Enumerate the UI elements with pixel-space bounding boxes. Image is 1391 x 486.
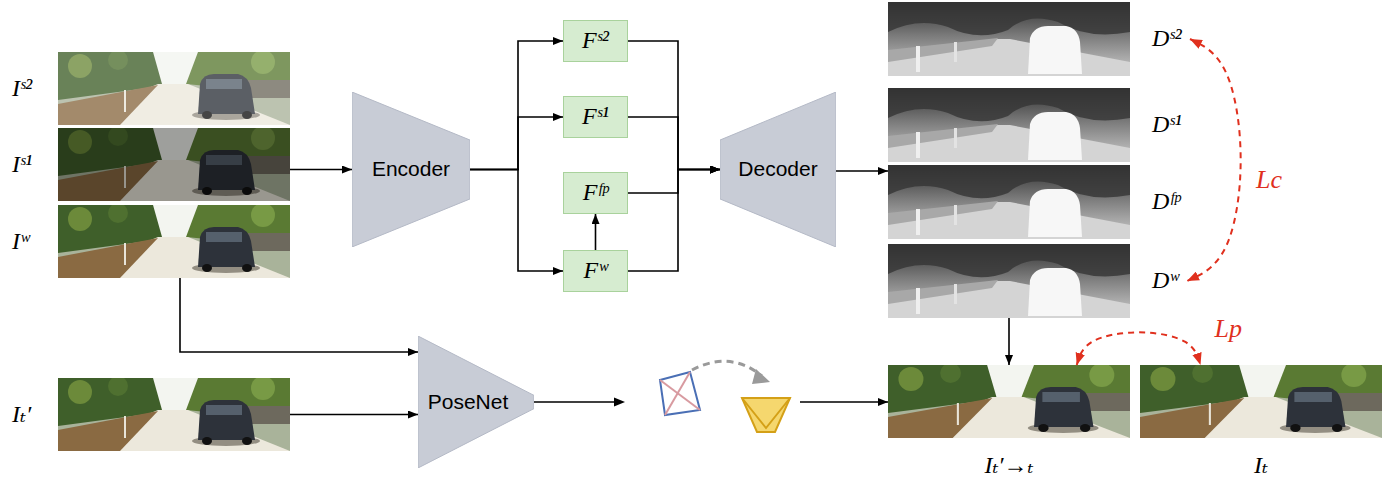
flow-arrow <box>628 117 720 170</box>
output-photos <box>888 363 1382 438</box>
loss-label: Lp <box>1213 315 1244 344</box>
photo-warped <box>888 363 1130 438</box>
block-shape <box>418 336 534 468</box>
feature-box: Fᶠᵖ <box>563 172 628 214</box>
flow-arrow <box>534 401 888 403</box>
output-image: Iₜ <box>1140 365 1382 480</box>
loss-label: Lc <box>1254 166 1284 195</box>
block-shape <box>720 92 836 247</box>
depth-map: Dᶠᵖ <box>888 165 1189 239</box>
node-label: Fˢ¹ <box>582 103 609 131</box>
node-label: Dˢ¹ <box>1152 111 1182 139</box>
flow-arrow <box>290 169 352 171</box>
node-label: Iₜ′ <box>12 401 31 429</box>
flow-arrow <box>180 278 418 352</box>
input-photos <box>58 50 290 451</box>
camera-frustum <box>742 398 790 432</box>
flow-arrow <box>628 170 720 194</box>
pose-icon <box>614 361 790 432</box>
node-label: Iˢ² <box>12 75 32 103</box>
flow-arrow <box>470 170 563 272</box>
flow-arrow <box>470 117 563 170</box>
frustum-edge <box>660 380 700 410</box>
encoder-block: Encoder <box>352 92 470 247</box>
flow-arrow <box>836 170 888 172</box>
node-label: Iˢ¹ <box>12 151 32 179</box>
output-image: Iₜ′→ₜ <box>888 365 1130 480</box>
node-label: Dʷ <box>1152 267 1179 295</box>
motion-arrow-head <box>752 369 770 384</box>
node-label: Fˢ² <box>582 27 609 55</box>
depth-map <box>888 2 1130 76</box>
photo-s2 <box>58 50 290 125</box>
motion-arc <box>692 361 762 376</box>
photo-w <box>58 203 290 278</box>
feature-box: Fˢ¹ <box>563 96 628 138</box>
feature-box: Fʷ <box>563 250 628 292</box>
flow-arrow <box>290 414 418 416</box>
flow-arrow <box>470 41 563 170</box>
node-label: Dˢ² <box>1152 25 1182 53</box>
node-label: PoseNet <box>428 390 509 414</box>
depth-map: Dʷ <box>888 244 1187 318</box>
input-image: Iʷ <box>8 205 290 278</box>
flow-arrow <box>1008 318 1010 365</box>
depth-map: Dˢ¹ <box>888 88 1190 162</box>
photo-s1 <box>58 126 290 201</box>
node-label: Decoder <box>738 157 817 181</box>
depth-map <box>888 88 1130 162</box>
frustum-edge <box>742 398 790 428</box>
block-shape <box>352 92 470 247</box>
feature-box: Fˢ² <box>563 20 628 62</box>
node-label: Iʷ <box>12 228 29 256</box>
photo-t-prime <box>58 376 290 451</box>
depth-map <box>888 244 1130 318</box>
input-image: Iˢ² <box>8 52 290 125</box>
node-label: Iₜ <box>1254 452 1268 480</box>
flow-arrow <box>595 214 597 250</box>
node-label: Fʷ <box>584 257 608 285</box>
brightness-overlay <box>58 52 290 125</box>
node-label: Fᶠᵖ <box>583 179 609 207</box>
photo-target <box>1140 363 1382 438</box>
input-image: Iˢ¹ <box>8 128 290 201</box>
node-label: Iₜ′→ₜ <box>984 452 1033 480</box>
depth-maps <box>888 2 1130 318</box>
loss-connector <box>1077 332 1201 365</box>
posenet-block: PoseNet <box>418 336 534 468</box>
depth-map: Dˢ² <box>888 2 1190 76</box>
frustum-edge <box>665 372 690 415</box>
flow-arrow <box>628 41 720 170</box>
loss-connector <box>1187 39 1241 281</box>
node-label: Dᶠᵖ <box>1152 188 1180 216</box>
depth-map <box>888 165 1130 239</box>
camera-frustum <box>660 372 700 415</box>
flow-arrow <box>628 170 720 272</box>
input-image: Iₜ′ <box>8 378 290 451</box>
decoder-block: Decoder <box>720 92 836 247</box>
node-label: Encoder <box>372 157 450 181</box>
darkness-overlay <box>58 128 290 201</box>
